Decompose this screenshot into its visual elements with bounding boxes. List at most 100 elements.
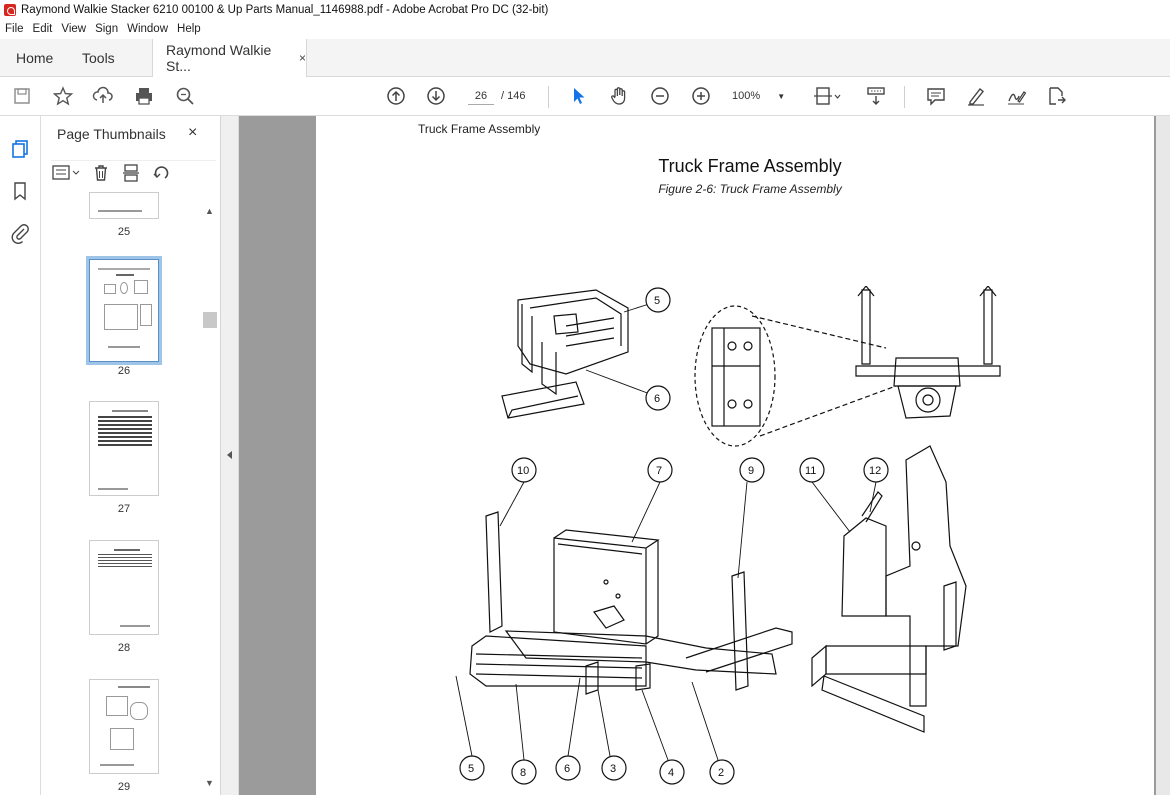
zoom-level-value: 100% bbox=[732, 90, 761, 102]
scroll-down-arrow-icon[interactable]: ▼ bbox=[205, 778, 214, 788]
callout-leaders bbox=[455, 303, 877, 761]
pdf-page: Truck Frame Assembly Truck Frame Assembl… bbox=[316, 116, 1154, 795]
svg-text:2: 2 bbox=[718, 767, 724, 779]
menu-bar: File Edit View Sign Window Help bbox=[0, 19, 1170, 39]
attachment-icon[interactable] bbox=[9, 222, 31, 244]
svg-text:11: 11 bbox=[805, 465, 816, 477]
document-viewer[interactable]: Truck Frame Assembly Truck Frame Assembl… bbox=[239, 116, 1170, 795]
panel-title: Page Thumbnails bbox=[57, 126, 166, 142]
toolbar-divider bbox=[904, 86, 905, 108]
callout-10: 10 bbox=[511, 457, 537, 483]
callout-3: 3 bbox=[601, 755, 627, 781]
thumbnail-label: 28 bbox=[117, 642, 131, 654]
page-total: / 146 bbox=[501, 90, 526, 102]
sign-icon[interactable] bbox=[1004, 84, 1028, 108]
svg-text:10: 10 bbox=[517, 465, 529, 477]
bolt-12 bbox=[861, 491, 883, 523]
thumbnail-label: 26 bbox=[117, 365, 131, 377]
page-thumbnail-27[interactable] bbox=[89, 401, 159, 496]
menu-help[interactable]: Help bbox=[177, 23, 201, 35]
close-tab-icon[interactable]: × bbox=[298, 51, 306, 65]
page-number-input[interactable]: 26 bbox=[468, 87, 494, 105]
callout-6-upper: 6 bbox=[645, 385, 671, 411]
close-panel-icon[interactable]: × bbox=[188, 124, 198, 141]
tab-bar: Home Tools Raymond Walkie St... × bbox=[0, 39, 1170, 77]
next-page-icon[interactable] bbox=[424, 84, 448, 108]
figure-caption: Figure 2-6: Truck Frame Assembly bbox=[658, 182, 842, 196]
thumbnail-scrollbar[interactable]: ▲ ▼ bbox=[203, 206, 217, 791]
menu-window[interactable]: Window bbox=[127, 23, 169, 35]
detail-view-drawing bbox=[711, 327, 761, 427]
tab-document-label: Raymond Walkie St... bbox=[166, 42, 272, 74]
collapse-arrow-icon[interactable] bbox=[227, 451, 232, 459]
title-bar: Raymond Walkie Stacker 6210 00100 & Up P… bbox=[0, 0, 1170, 19]
scroll-up-arrow-icon[interactable]: ▲ bbox=[205, 206, 214, 216]
svg-text:5: 5 bbox=[468, 763, 474, 775]
thumbnail-label: 27 bbox=[117, 503, 131, 515]
menu-edit[interactable]: Edit bbox=[32, 23, 53, 35]
truck-frame-assembly-diagram: 5 6 10 7 9 11 12 5 8 6 3 4 2 bbox=[455, 286, 1001, 785]
callout-8: 8 bbox=[511, 759, 537, 785]
zoom-level-dropdown[interactable]: 100% ▼ bbox=[732, 87, 788, 105]
toolbar-divider bbox=[548, 86, 549, 108]
zoom-out-icon[interactable] bbox=[648, 84, 672, 108]
print-icon[interactable] bbox=[132, 84, 156, 108]
rotate-page-icon[interactable] bbox=[151, 163, 171, 186]
page-thumbnails-icon[interactable] bbox=[9, 138, 31, 160]
truck-frame-main-drawing bbox=[469, 511, 793, 695]
chevron-down-icon: ▼ bbox=[777, 92, 786, 101]
zoom-in-icon[interactable] bbox=[689, 84, 713, 108]
select-cursor-icon[interactable] bbox=[566, 84, 590, 108]
search-icon[interactable] bbox=[173, 84, 197, 108]
thumbnail-options-icon[interactable] bbox=[51, 163, 81, 186]
detail-view-outline bbox=[694, 305, 776, 447]
left-navigation-rail bbox=[0, 116, 41, 795]
highlight-pen-icon[interactable] bbox=[964, 84, 988, 108]
page-thumbnail-26[interactable] bbox=[86, 256, 162, 365]
comment-icon[interactable] bbox=[924, 84, 948, 108]
menu-file[interactable]: File bbox=[5, 23, 24, 35]
hand-tool-icon[interactable] bbox=[607, 84, 631, 108]
thumbnail-toolbar bbox=[51, 160, 216, 188]
svg-text:4: 4 bbox=[668, 767, 674, 779]
previous-page-icon[interactable] bbox=[384, 84, 408, 108]
window-title: Raymond Walkie Stacker 6210 00100 & Up P… bbox=[21, 3, 549, 16]
upload-cloud-icon[interactable] bbox=[91, 84, 115, 108]
viewer-scrollbar[interactable] bbox=[1156, 116, 1170, 795]
page-thumbnail-28[interactable] bbox=[89, 540, 159, 635]
page-thumbnail-29[interactable] bbox=[89, 679, 159, 774]
tab-home[interactable]: Home bbox=[16, 50, 54, 66]
tab-tools[interactable]: Tools bbox=[82, 50, 115, 66]
callout-5-lower: 5 bbox=[459, 755, 485, 781]
page-thumbnail-25[interactable] bbox=[89, 192, 159, 219]
svg-text:5: 5 bbox=[654, 295, 660, 307]
callout-2: 2 bbox=[709, 759, 735, 785]
bookmark-icon[interactable] bbox=[9, 180, 31, 202]
menu-view[interactable]: View bbox=[61, 23, 87, 35]
star-icon[interactable] bbox=[51, 84, 75, 108]
side-plate-10 bbox=[485, 511, 503, 633]
frame-section-drawing bbox=[501, 289, 629, 419]
panel-collapse-strip[interactable] bbox=[221, 116, 239, 795]
svg-text:6: 6 bbox=[564, 763, 570, 775]
thumbnail-label: 25 bbox=[117, 226, 131, 238]
svg-text:12: 12 bbox=[869, 465, 881, 477]
detail-leader-lines bbox=[751, 315, 897, 437]
insert-page-icon[interactable] bbox=[121, 163, 141, 186]
fit-page-icon[interactable] bbox=[810, 84, 844, 108]
svg-text:6: 6 bbox=[654, 393, 660, 405]
fork-frame-drawing bbox=[855, 286, 1001, 419]
scrolling-mode-icon[interactable] bbox=[864, 84, 888, 108]
save-icon[interactable] bbox=[10, 84, 34, 108]
callout-6-lower: 6 bbox=[555, 755, 581, 781]
svg-text:9: 9 bbox=[748, 465, 754, 477]
page-thumbnails-panel: Page Thumbnails × 25 26 27 bbox=[41, 116, 221, 795]
send-share-icon[interactable] bbox=[1044, 84, 1068, 108]
callout-9: 9 bbox=[739, 457, 765, 483]
scrollbar-thumb[interactable] bbox=[203, 312, 217, 328]
tab-document[interactable]: Raymond Walkie St... × bbox=[152, 39, 307, 77]
side-plate-9 bbox=[731, 571, 749, 691]
menu-sign[interactable]: Sign bbox=[95, 23, 119, 35]
frame-side-view-drawing bbox=[811, 445, 967, 733]
delete-page-icon[interactable] bbox=[91, 163, 111, 186]
